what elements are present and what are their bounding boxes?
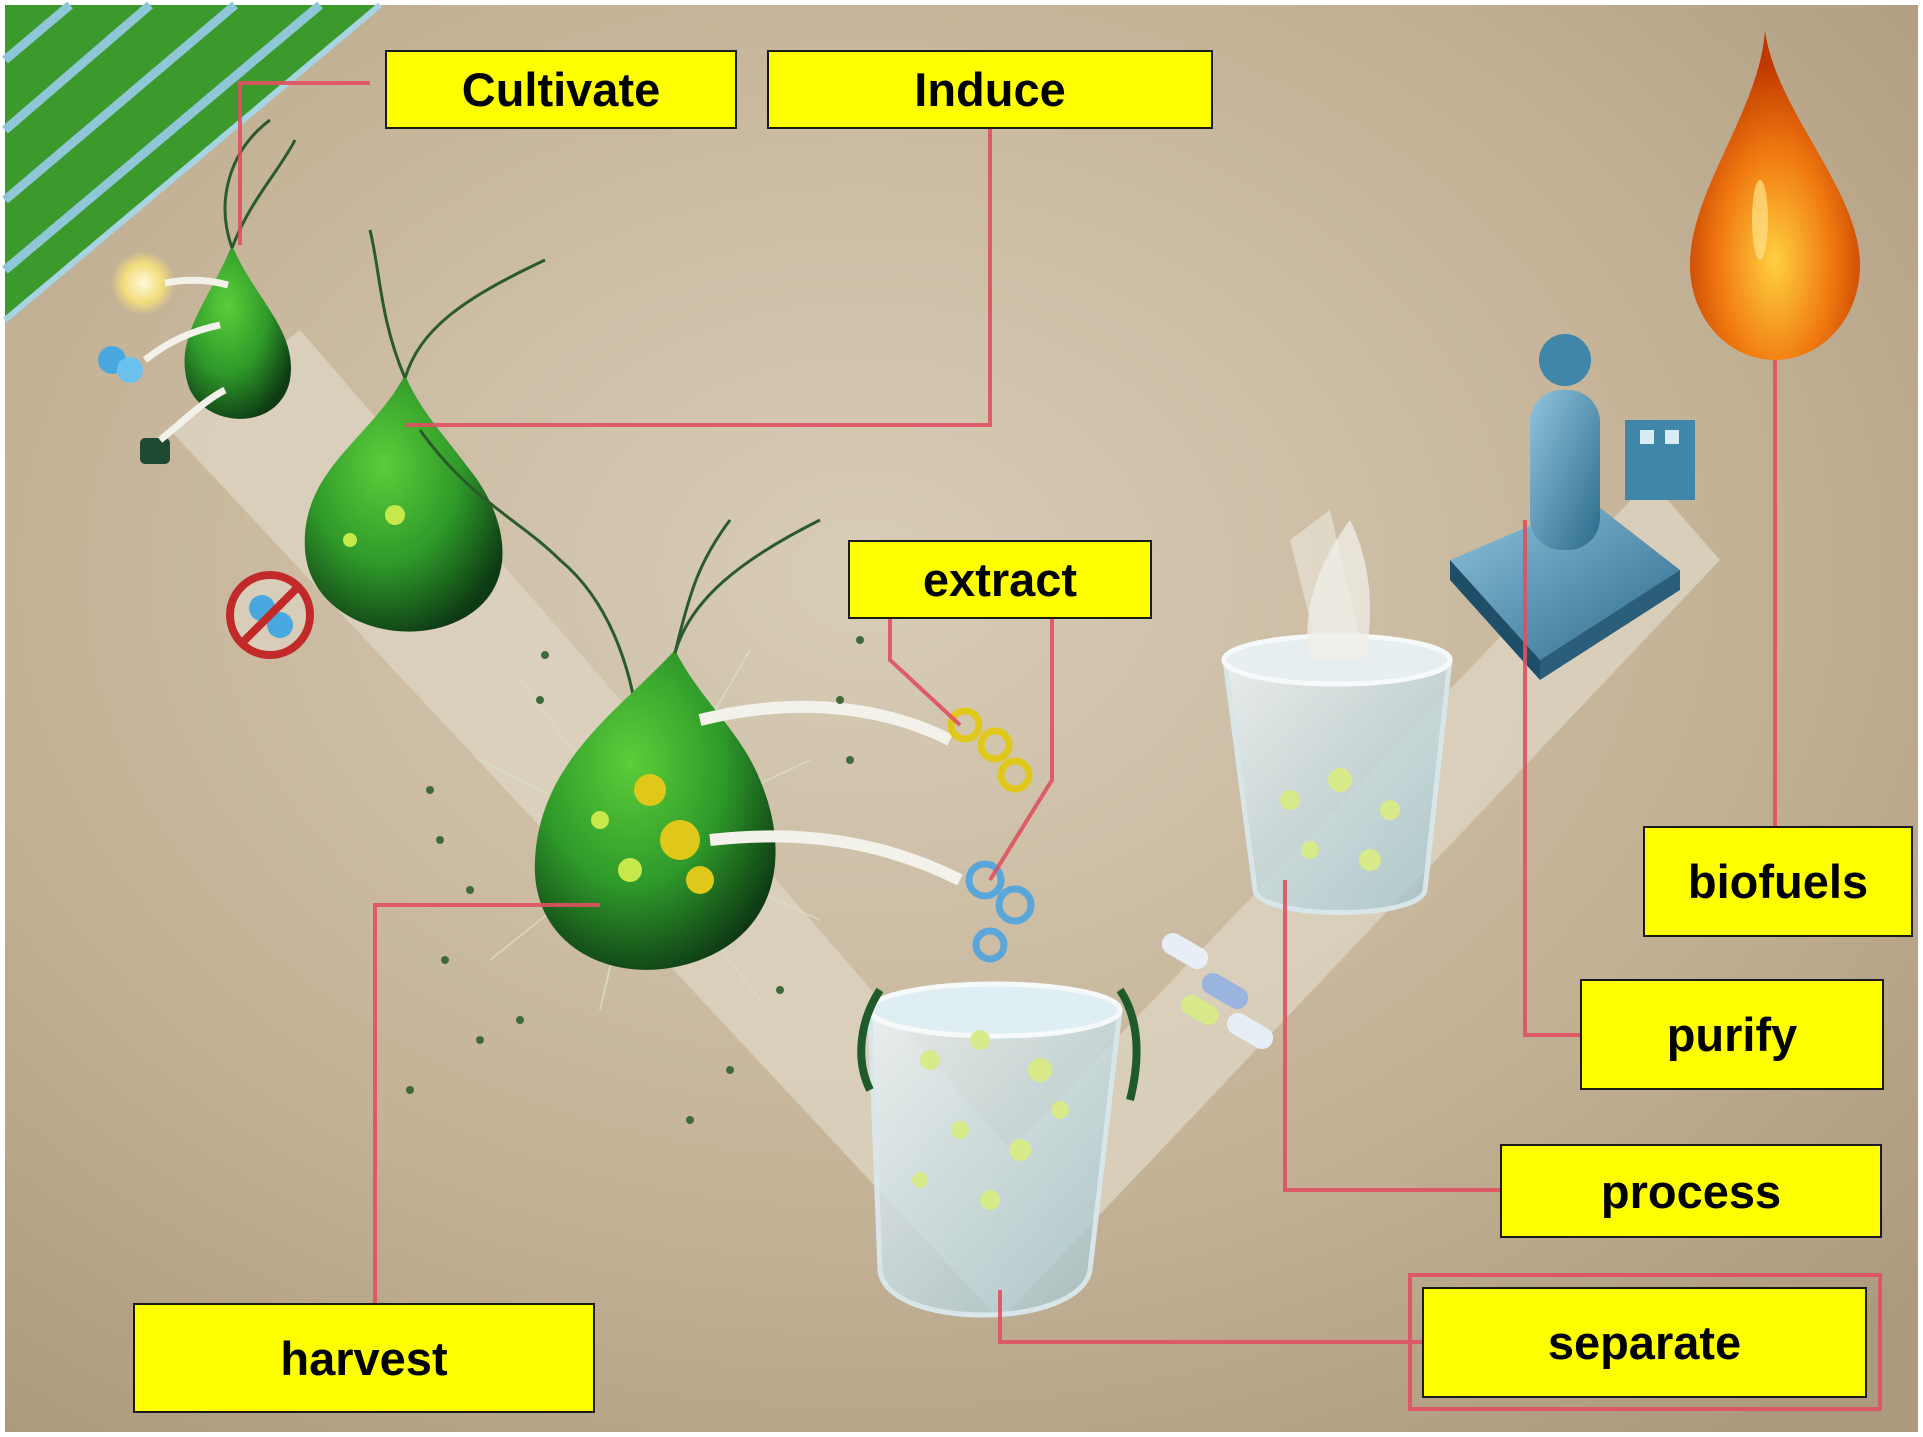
- label-purify[interactable]: purify: [1580, 979, 1884, 1090]
- label-extract[interactable]: extract: [848, 540, 1152, 619]
- label-separate[interactable]: separate: [1422, 1287, 1867, 1398]
- label-biofuels[interactable]: biofuels: [1643, 826, 1913, 937]
- label-cultivate[interactable]: Cultivate: [385, 50, 737, 129]
- label-process[interactable]: process: [1500, 1144, 1882, 1238]
- label-induce[interactable]: Induce: [767, 50, 1213, 129]
- label-harvest[interactable]: harvest: [133, 1303, 595, 1413]
- no-symbol-icon: [230, 575, 310, 655]
